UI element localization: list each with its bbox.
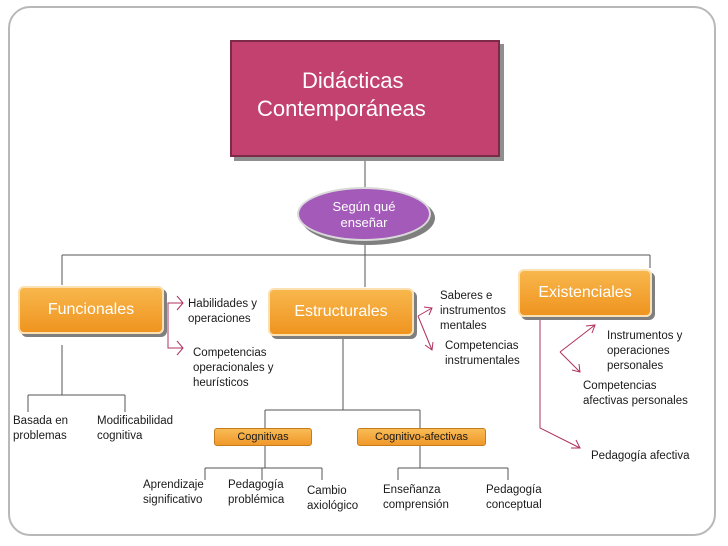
hub-line-2: enseñar xyxy=(340,215,388,230)
title-line-1: Didácticas xyxy=(302,68,404,93)
category-funcionales: Funcionales xyxy=(18,286,164,334)
hub-line-1: Según qué xyxy=(332,199,396,214)
title-box: Didácticas Contemporáneas xyxy=(230,40,500,157)
category-funcionales-label: Funcionales xyxy=(47,301,135,318)
category-estructurales-label: Estructurales xyxy=(294,303,388,320)
subcategory-cognitivas: Cognitivas xyxy=(214,428,312,446)
arrow-pedagogia-afectiva xyxy=(539,300,581,449)
arrow-habilidades xyxy=(167,302,183,314)
subcategory-cognitivo-afectivas: Cognitivo-afectivas xyxy=(357,428,486,446)
category-estructurales: Estructurales xyxy=(268,288,414,336)
arrow-saberes xyxy=(417,307,433,317)
note-pedagogia-afectiva: Pedagogía afectiva xyxy=(591,450,690,462)
hub-oval: Según qué enseñar xyxy=(297,187,431,241)
category-existenciales-label: Existenciales xyxy=(538,284,632,301)
arrow-competencias-afectivas xyxy=(559,351,581,373)
arrow-competencias-instrumentales xyxy=(417,315,433,351)
arrow-instrumentos-personales xyxy=(559,324,596,353)
category-existenciales: Existenciales xyxy=(518,269,652,317)
title-line-2: Contemporáneas xyxy=(257,96,426,121)
arrow-competencias-operacionales xyxy=(167,314,183,349)
